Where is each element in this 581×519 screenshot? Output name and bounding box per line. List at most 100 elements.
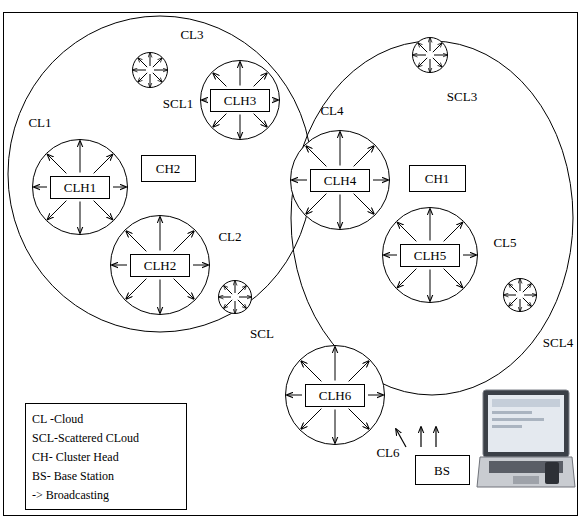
broadcast-arrow — [150, 53, 151, 66]
broadcast-arrow — [138, 58, 147, 67]
node-label: CH1 — [425, 171, 450, 186]
broadcast-arrow — [509, 298, 517, 306]
scattered-cloud: SCL1 — [132, 52, 168, 88]
broadcast-arrow — [153, 58, 162, 67]
broadcast-arrow — [113, 187, 126, 188]
broadcast-arrow — [444, 222, 463, 241]
broadcast-arrow — [434, 55, 447, 56]
broadcast-arrow — [235, 301, 236, 313]
broadcast-arrow — [213, 114, 226, 127]
broadcast-arrow — [524, 295, 536, 296]
broadcast-arrow — [306, 146, 326, 166]
broadcast-arrow — [154, 70, 167, 71]
node-label: CLH6 — [319, 388, 352, 403]
broadcast-arrow — [47, 201, 66, 220]
cloud-head-box: CLH3 — [210, 89, 270, 112]
circle-outline — [111, 216, 210, 315]
broadcast-arrow — [418, 43, 427, 52]
circle-outline — [201, 61, 280, 140]
broadcast-arrow — [273, 100, 278, 101]
node-label: CLH3 — [224, 93, 257, 108]
broadcast-arrow — [219, 297, 231, 298]
scattered-cloud-symbol — [218, 280, 252, 314]
circle-outline — [383, 208, 478, 303]
broadcast-arrow — [433, 43, 442, 52]
broadcast-arrow — [160, 217, 161, 251]
frame-border — [4, 13, 578, 516]
broadcast-arrow — [509, 284, 517, 292]
broadcast-arrow — [224, 300, 232, 308]
cloud-label: SCL1 — [163, 96, 193, 111]
cloud-head-box: CLH4 — [310, 169, 370, 192]
broadcast-arrow — [193, 265, 208, 266]
broadcast-arrow — [335, 347, 336, 381]
scattered-cloud-symbol — [132, 52, 168, 88]
broadcast-arrow — [368, 395, 383, 396]
broadcast-arrow — [292, 180, 307, 181]
broadcast-arrow — [520, 279, 521, 291]
cloud-circle: CL3CLH3 — [200, 60, 280, 140]
broadcast-arrow — [430, 209, 431, 241]
cloud-head-box: CLH6 — [305, 384, 365, 407]
cloud-label: CL3 — [180, 27, 203, 42]
node-label: CLH1 — [64, 180, 97, 195]
cloud-label: CL2 — [218, 229, 241, 244]
broadcast-arrow — [202, 100, 207, 101]
broadcast-arrow — [430, 270, 431, 302]
circle-outline — [286, 346, 385, 445]
broadcast-arrow — [430, 59, 431, 72]
broadcast-arrow — [239, 297, 251, 298]
broadcast-arrow — [430, 38, 431, 51]
broadcast-arrow — [254, 73, 267, 86]
cloud-circle: CL1CLH1 — [32, 139, 128, 235]
broadcast-arrow — [213, 73, 226, 86]
broadcast-arrow — [160, 280, 161, 314]
broadcast-arrow — [224, 286, 232, 294]
cloud-label: CL5 — [493, 235, 516, 250]
cloud-label: SCL4 — [543, 335, 573, 350]
scattered-cloud-symbol — [503, 278, 537, 312]
broadcast-arrow — [138, 73, 147, 82]
broadcast-arrow — [80, 202, 81, 234]
broadcast-arrow — [520, 299, 521, 311]
cloud-head-box: CLH5 — [400, 244, 460, 267]
broadcast-arrow — [47, 154, 66, 173]
broadcast-arrow — [306, 194, 326, 214]
broadcast-arrow — [153, 73, 162, 82]
broadcast-arrow — [235, 281, 236, 293]
broadcast-arrow — [397, 222, 416, 241]
legend-line: CL -Cloud — [32, 410, 186, 429]
broadcast-arrow — [340, 132, 341, 166]
broadcast-arrow — [301, 409, 321, 429]
broadcast-arrow — [340, 195, 341, 229]
circle-outline — [219, 281, 252, 314]
cloud-label: CL6 — [376, 445, 399, 460]
cluster-head-box: CH2 — [141, 155, 196, 182]
broadcast-arrow — [301, 361, 321, 381]
broadcast-arrow — [34, 187, 47, 188]
broadcast-arrow — [254, 114, 267, 127]
broadcast-arrows — [396, 427, 436, 447]
cloud-circle: CL6CLH6 — [285, 345, 385, 445]
scattered-cloud: SCL4 — [503, 278, 537, 312]
broadcast-arrow — [418, 58, 427, 67]
scattered-cloud-symbol — [412, 37, 448, 73]
cloud-label: SCL3 — [447, 89, 477, 104]
base-station-box: BS — [415, 455, 470, 485]
broadcast-arrow — [413, 55, 426, 56]
broadcast-arrow — [94, 154, 113, 173]
circle-outline — [504, 279, 537, 312]
cloud-label: CL4 — [320, 103, 343, 118]
broadcast-arrow — [240, 115, 241, 139]
broadcast-arrow — [335, 410, 336, 444]
broadcast-arrow — [94, 201, 113, 220]
broadcast-arrow — [112, 265, 127, 266]
cloud-head-box: CLH1 — [50, 176, 110, 199]
broadcast-arrow — [373, 180, 388, 181]
broadcast-arrow — [287, 395, 302, 396]
broadcast-arrow — [354, 146, 374, 166]
broadcast-arrow — [349, 361, 369, 381]
node-label: CLH4 — [324, 173, 357, 188]
cloud-circle: CL5CLH5 — [382, 207, 478, 303]
broadcast-arrow — [133, 70, 146, 71]
